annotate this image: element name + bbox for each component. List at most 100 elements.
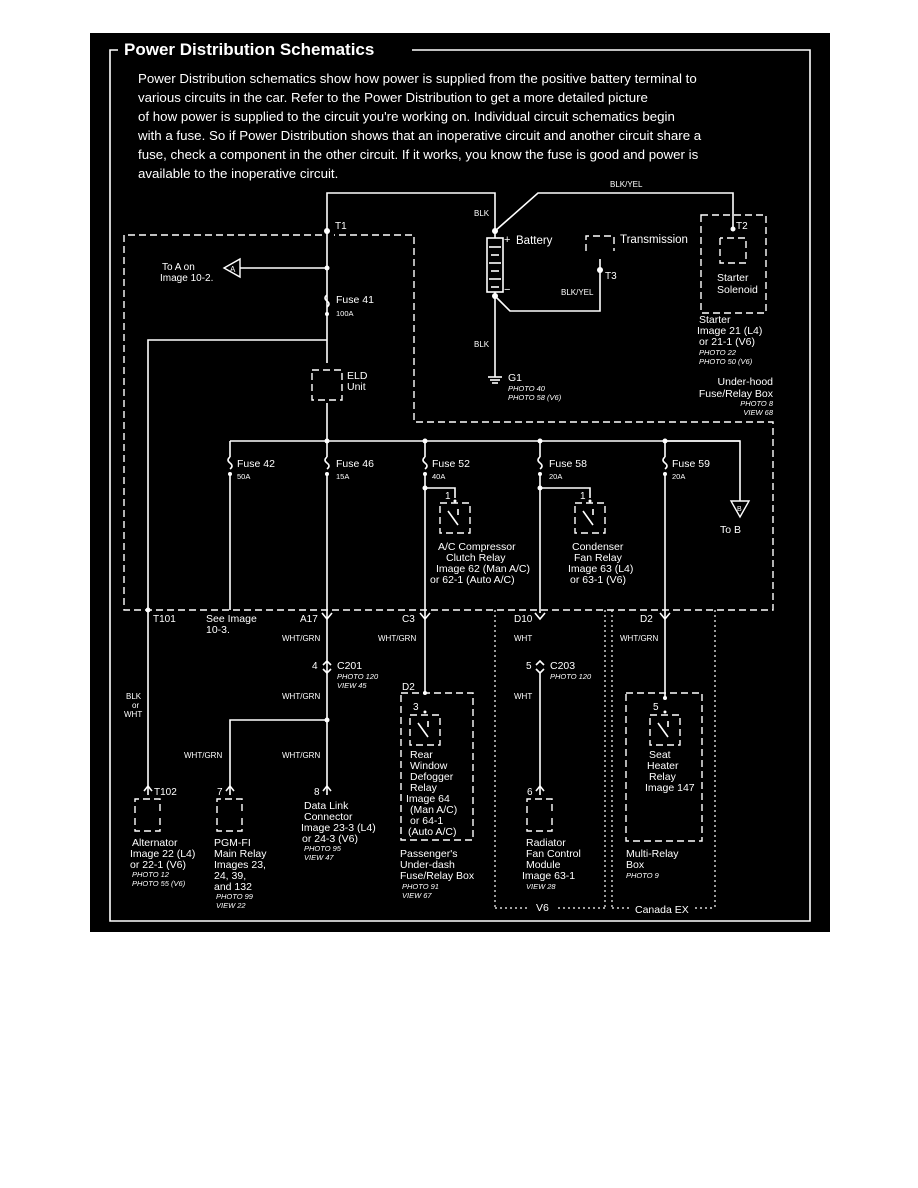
transmission-label: Transmission: [620, 234, 688, 246]
fuse-46-rating: 15A: [336, 472, 349, 481]
canada-ex-region: [611, 610, 716, 909]
fan-relay-line-4: or 63-1 (V6): [570, 574, 626, 586]
ground-g1: G1: [508, 372, 522, 384]
fuse-52-rating: 40A: [432, 472, 445, 481]
underhood-line-2: Fuse/Relay Box: [699, 388, 774, 400]
fuse-42: [227, 441, 233, 610]
terminal-t101: T101: [153, 614, 176, 625]
passenger-box-line-4: PHOTO 91: [402, 882, 439, 891]
dlc-pin-8: 8: [314, 787, 320, 798]
ground-photo-1: PHOTO 40: [508, 384, 546, 393]
v6-region: [494, 610, 606, 909]
radiator-line-2: Fan Control: [526, 848, 581, 860]
dlc-line-6: VIEW 47: [304, 853, 334, 862]
seat-heater-pin-5: 5: [653, 702, 659, 713]
to-a-connector-symbol: [222, 257, 241, 279]
wire-wht-grn-d2: WHT/GRN: [620, 634, 658, 643]
defogger-line-1: Rear: [410, 749, 433, 761]
alternator-line-4: PHOTO 12: [132, 870, 170, 879]
intro-line-6: available to the inoperative circuit.: [138, 166, 338, 181]
fuse-52: [422, 441, 591, 610]
dlc-line-4: or 24-3 (V6): [302, 833, 358, 845]
pgm-fi-line-6: PHOTO 99: [216, 892, 254, 901]
eld-line-2: Unit: [347, 381, 366, 393]
ac-relay-line-2: Clutch Relay: [446, 552, 506, 564]
wire-blk-yel-top: BLK/YEL: [610, 180, 643, 189]
pgm-fi-line-2: Main Relay: [214, 848, 267, 860]
ground-photo-2: PHOTO 58 (V6): [508, 393, 562, 402]
terminal-t3: T3: [605, 271, 617, 282]
intro-line-3: of how power is supplied to the circuit …: [138, 109, 675, 124]
wire-blk-top: BLK: [474, 209, 490, 218]
canada-ex-label: Canada EX: [635, 904, 689, 916]
eld-unit-box: [311, 369, 343, 401]
alternator-line-5: PHOTO 55 (V6): [132, 879, 186, 888]
wire-wht-grn-mid: WHT/GRN: [282, 692, 320, 701]
passenger-box-line-5: VIEW 67: [402, 891, 432, 900]
terminal-d10: D10: [514, 614, 533, 625]
fuse-59-name: Fuse 59: [672, 458, 710, 470]
to-b-connector-symbol: [729, 500, 751, 519]
pgm-fi-line-7: VIEW 22: [216, 901, 246, 910]
ac-relay-pin-1: 1: [445, 491, 451, 502]
eld-line-1: ELD: [347, 370, 368, 382]
defogger-line-8: (Auto A/C): [408, 826, 456, 838]
ac-relay-line-1: A/C Compressor: [438, 541, 516, 553]
defogger-line-3: Defogger: [410, 771, 454, 783]
intro-paragraph: Power Distribution schematics show how p…: [137, 71, 702, 181]
alternator-box: [134, 784, 161, 832]
intro-line-2: various circuits in the car. Refer to th…: [138, 90, 648, 105]
terminal-d2-top: D2: [640, 614, 653, 625]
fan-relay-line-3: Image 63 (L4): [568, 563, 633, 575]
starter-solenoid-line-2: Solenoid: [717, 284, 758, 296]
terminal-arrows: [321, 612, 671, 621]
battery-symbol: [486, 237, 504, 293]
wire-blk-or-wht-1: BLK: [126, 692, 142, 701]
dlc-line-2: Connector: [304, 811, 353, 823]
fuse-59: [662, 440, 751, 698]
radiator-line-5: VIEW 28: [526, 882, 556, 891]
t101-branch: [145, 339, 327, 795]
battery-wiring: + −: [324, 192, 734, 384]
svg-text:−: −: [504, 284, 510, 296]
defogger-line-6: (Man A/C): [410, 804, 457, 816]
starter-ref-line-3: or 21-1 (V6): [699, 336, 755, 348]
terminal-t1: T1: [335, 221, 347, 232]
c203-connector: [535, 659, 545, 795]
v6-label: V6: [536, 902, 549, 914]
outer-frame: [109, 49, 811, 922]
radiator-line-4: Image 63-1: [522, 870, 575, 882]
terminal-c3: C3: [402, 614, 415, 625]
page-title: Power Distribution Schematics: [124, 40, 374, 59]
seat-heater-line-1: Seat: [649, 749, 671, 761]
defogger-line-2: Window: [410, 760, 448, 772]
fuse-52-name: Fuse 52: [432, 458, 470, 470]
defogger-pin-3: 3: [413, 702, 419, 713]
wire-wht-grn-left: WHT/GRN: [184, 751, 222, 760]
c203-photo: PHOTO 120: [550, 672, 592, 681]
wire-blk-ground: BLK: [474, 340, 490, 349]
to-b-symbol: B: [737, 506, 742, 513]
starter-solenoid-box: [700, 214, 767, 314]
fuse-46: [324, 441, 330, 685]
intro-line-1: Power Distribution schematics show how p…: [138, 71, 697, 86]
multi-relay-line-2: Box: [626, 859, 645, 871]
radiator-line-1: Radiator: [526, 837, 566, 849]
wire-wht-grn-right: WHT/GRN: [282, 751, 320, 760]
starter-solenoid-line-1: Starter: [717, 272, 749, 284]
terminal-a17: A17: [300, 614, 318, 625]
ac-relay-line-3: Image 62 (Man A/C): [436, 563, 530, 575]
dlc-line-1: Data Link: [304, 800, 349, 812]
terminal-d2-mid: D2: [402, 682, 415, 693]
fuse-42-rating: 50A: [237, 472, 250, 481]
multi-relay-line-1: Multi-Relay: [626, 848, 679, 860]
see-image-line-2: 10-3.: [206, 624, 230, 636]
radiator-line-3: Module: [526, 859, 561, 871]
fan-relay-pin-1: 1: [580, 491, 586, 502]
wire-blk-or-wht-2: or: [132, 701, 139, 710]
c201-photo: PHOTO 120: [337, 672, 379, 681]
seat-heater-line-4: Image 147: [645, 782, 695, 794]
starter-reference: Starter Image 21 (L4) or 21-1 (V6) PHOTO…: [697, 314, 762, 366]
defogger-line-7: or 64-1: [410, 815, 443, 827]
seat-heater-line-3: Relay: [649, 771, 677, 783]
